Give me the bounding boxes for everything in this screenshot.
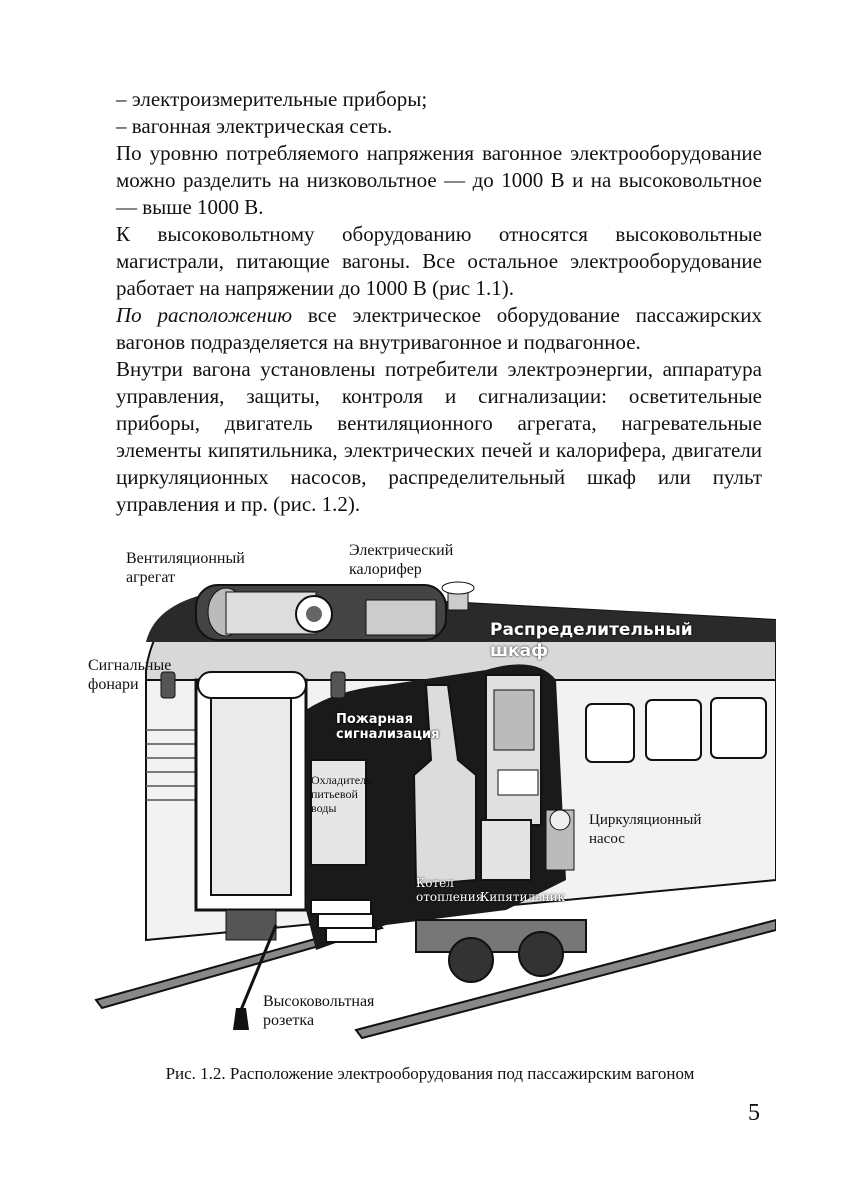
paragraph: По расположению все электрическое оборуд… bbox=[116, 302, 762, 356]
train-car-drawing bbox=[94, 581, 776, 1040]
paragraph: Внутри вагона установлены потребители эл… bbox=[116, 357, 762, 516]
paragraph: По уровню потребляемого напряжения вагон… bbox=[116, 141, 762, 219]
list-item: – вагонная электрическая сеть. bbox=[116, 114, 393, 138]
ventilation-unit bbox=[195, 584, 447, 641]
label-line: питьевой bbox=[311, 787, 358, 801]
figure-caption: Рис. 1.2. Расположение электрооборудован… bbox=[165, 1064, 695, 1083]
label-cabinet: Распределительный шкаф bbox=[490, 620, 693, 662]
page-number: 5 bbox=[748, 1100, 760, 1126]
label-line: фонари bbox=[88, 676, 139, 693]
label-line: розетка bbox=[263, 1012, 315, 1029]
heater-device bbox=[441, 581, 475, 611]
distribution-cabinet bbox=[485, 674, 542, 826]
hv-socket bbox=[233, 924, 278, 1030]
label-line: Высоковольтная bbox=[263, 993, 375, 1010]
label-kettle: Кипятильник bbox=[480, 890, 566, 904]
list-item: – электроизмерительные приборы; bbox=[116, 87, 428, 111]
label-line: Электрический bbox=[349, 542, 454, 559]
label-line: шкаф bbox=[490, 641, 548, 661]
label-line: Пожарная bbox=[336, 712, 413, 727]
paragraph-text: все электрическое оборудование пассажирс… bbox=[116, 303, 762, 354]
emphasis: По расположению bbox=[116, 303, 293, 327]
label-cooler: Охладитель питьевой воды bbox=[311, 773, 372, 815]
label-line: Вентиляционный bbox=[126, 550, 245, 567]
windows bbox=[585, 697, 767, 763]
body-text: – электроизмерительные приборы; – вагонн… bbox=[116, 86, 762, 518]
label-line: отопления bbox=[416, 890, 484, 904]
rails bbox=[94, 918, 776, 1040]
label-line: Котел bbox=[416, 876, 454, 890]
label-heater: Электрический калорифер bbox=[349, 541, 453, 579]
label-line: агрегат bbox=[126, 569, 176, 586]
boiler bbox=[412, 684, 477, 887]
signal-lamps bbox=[160, 671, 346, 699]
label-signal-lamps: Сигнальные фонари bbox=[88, 656, 171, 694]
label-line: Охладитель bbox=[311, 773, 372, 787]
cooler bbox=[310, 759, 367, 866]
kettle bbox=[480, 819, 532, 881]
paragraph: К высоковольтному оборудованию относятся… bbox=[116, 222, 762, 300]
pump bbox=[545, 809, 575, 871]
label-ventilation: Вентиляционный агрегат bbox=[126, 549, 245, 587]
label-boiler: Котел отопления bbox=[416, 876, 483, 904]
label-line: Распределительный bbox=[490, 620, 693, 640]
label-line: насос bbox=[589, 831, 625, 847]
steps bbox=[310, 899, 377, 943]
label-line: Сигнальные bbox=[88, 657, 172, 674]
label-hv-socket: Высоковольтная розетка bbox=[263, 992, 374, 1030]
label-line: сигнализация bbox=[336, 727, 440, 742]
label-pump: Циркуляционный насос bbox=[589, 811, 701, 849]
label-line: воды bbox=[311, 801, 337, 815]
train-car-illustration: Вентиляционный агрегат Электрический кал… bbox=[86, 530, 776, 1050]
bogie bbox=[415, 919, 587, 983]
label-line: Циркуляционный bbox=[589, 812, 702, 828]
label-fire-alarm: Пожарная сигнализация bbox=[336, 712, 439, 742]
label-line: калорифер bbox=[349, 561, 422, 578]
